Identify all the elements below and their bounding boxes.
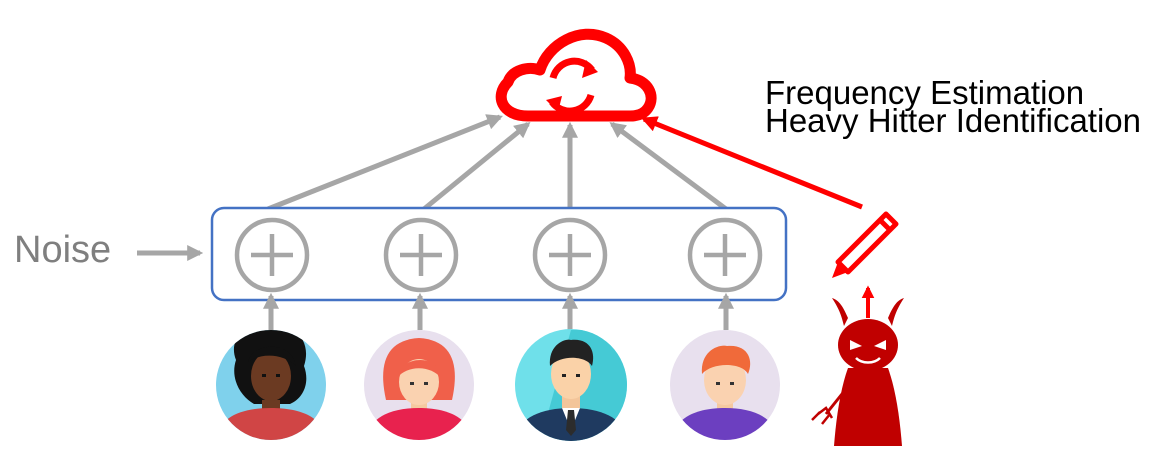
heavy-hitter-identification-label: Heavy Hitter Identification (765, 102, 1142, 139)
noise-label: Noise (14, 229, 112, 271)
perturbation-box (210, 206, 788, 302)
cloud-sync-icon (495, 28, 657, 122)
devil-icon (811, 285, 904, 446)
woman-avatar-icon (216, 330, 326, 440)
pencil-icon (832, 211, 899, 278)
frequency-estimation-label: Frequency Estimation (765, 74, 1085, 111)
girl-avatar-icon (364, 330, 474, 440)
user-input-arrows (262, 292, 735, 330)
upload-arrow-2 (422, 121, 531, 211)
upload-arrow-4 (609, 121, 728, 212)
upload-arrow-1 (267, 114, 503, 212)
circled-plus-icon (532, 217, 608, 293)
circled-plus-icon (234, 217, 310, 293)
circled-plus-icon (383, 217, 459, 293)
upload-arrows (267, 114, 728, 212)
businessman-avatar-icon (515, 329, 627, 441)
attack-arrow (641, 116, 863, 210)
boy-avatar-icon (670, 330, 780, 440)
circled-plus-icon (687, 217, 763, 293)
